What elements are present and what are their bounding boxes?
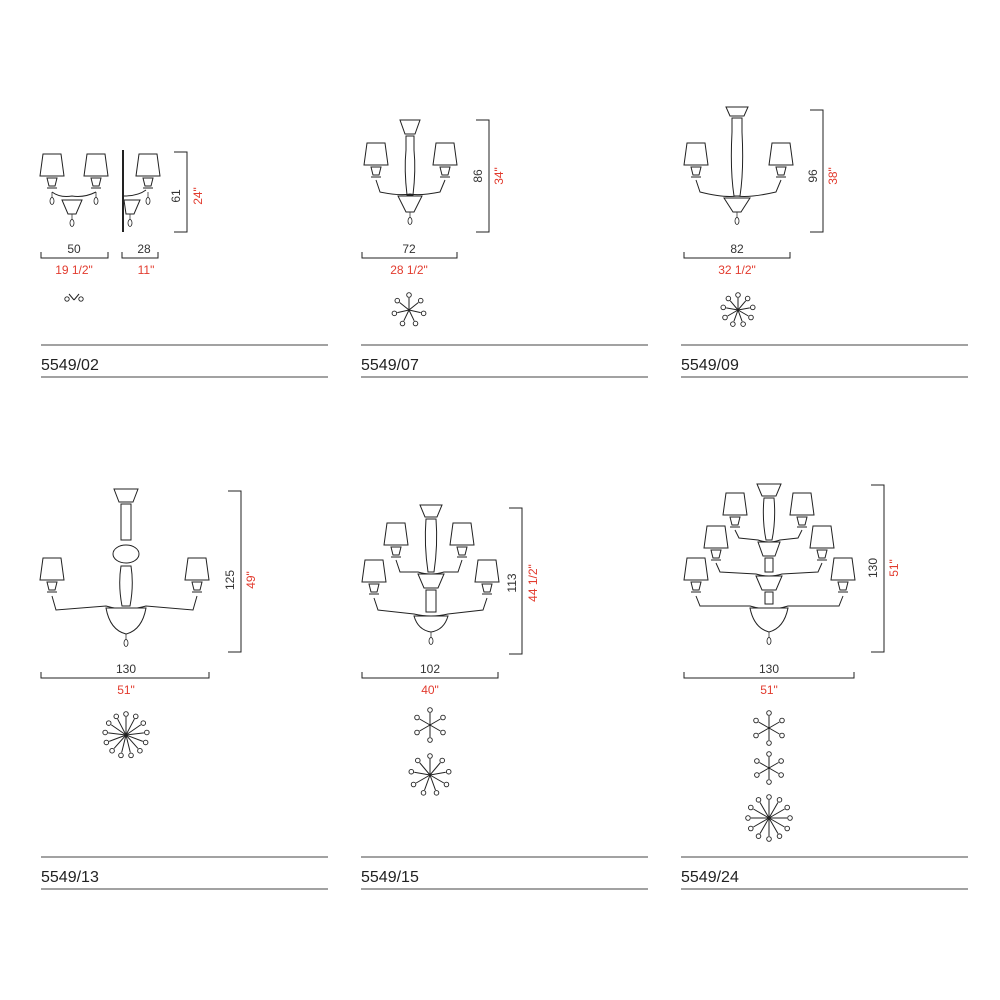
- height-imperial-label: 51": [887, 559, 901, 577]
- product-code: 5549/24: [681, 869, 739, 886]
- height-imperial-label: 49": [244, 571, 258, 589]
- height-label: 96: [806, 169, 820, 183]
- product-panel-5549-15: 102 40" 113 44 1/2" 5549/15: [361, 504, 648, 890]
- height-label: 86: [471, 169, 485, 183]
- depth-label: 28: [137, 242, 151, 256]
- width-label: 130: [116, 662, 136, 676]
- chandelier-drawing: [683, 483, 856, 645]
- height-imperial-label: 34": [492, 167, 506, 185]
- product-code: 5549/07: [361, 357, 419, 374]
- height-label: 125: [223, 570, 237, 590]
- product-code: 5549/02: [41, 357, 99, 374]
- dimension-lines: [40, 490, 242, 679]
- arm-layout-icon-lower: [408, 753, 452, 796]
- dimension-lines: [683, 484, 885, 679]
- arm-layout-icon: [391, 292, 427, 327]
- width-imperial-label: 51": [117, 683, 135, 697]
- depth-imperial-label: 11": [138, 263, 155, 277]
- product-panel-5549-02: 50 19 1/2" 28 11" 61 24" 5549/02: [39, 150, 328, 378]
- arm-layout-icon: [720, 292, 756, 327]
- width-label: 50: [67, 242, 81, 256]
- dimension-lines: [361, 119, 490, 259]
- height-imperial-label: 24": [191, 187, 205, 205]
- chandelier-drawing: [363, 119, 458, 225]
- product-panel-5549-09: 82 32 1/2" 96 38" 5549/09: [681, 106, 968, 378]
- wall-lamp-side-drawing: [122, 150, 161, 232]
- arm-layout-icon-middle: [754, 751, 784, 785]
- height-label: 130: [866, 558, 880, 578]
- dimension-lines: [361, 507, 523, 679]
- chandelier-drawing: [39, 488, 210, 647]
- product-code: 5549/13: [41, 869, 99, 886]
- height-label: 61: [169, 189, 183, 203]
- width-imperial-label: 32 1/2": [718, 263, 756, 277]
- width-label: 72: [402, 242, 416, 256]
- product-panel-5549-24: 130 51" 130 51" 5549/24: [681, 483, 968, 890]
- arm-layout-icon-bottom: [745, 794, 793, 842]
- width-imperial-label: 40": [421, 683, 439, 697]
- height-imperial-label: 44 1/2": [526, 564, 540, 602]
- width-imperial-label: 51": [760, 683, 778, 697]
- arm-layout-icon: [102, 711, 150, 759]
- height-imperial-label: 38": [826, 167, 840, 185]
- arm-layout-icon-upper: [414, 707, 446, 743]
- width-label: 130: [759, 662, 779, 676]
- width-label: 102: [420, 662, 440, 676]
- chandelier-drawing: [361, 504, 500, 645]
- product-code: 5549/09: [681, 357, 739, 374]
- height-label: 113: [505, 573, 519, 592]
- width-imperial-label: 28 1/2": [390, 263, 428, 277]
- wall-lamp-front-drawing: [39, 153, 109, 227]
- arm-layout-icon-top: [753, 710, 785, 746]
- dimension-lines: [683, 109, 824, 259]
- arm-layout-icon: [64, 293, 84, 302]
- product-panel-5549-13: 130 51" 125 49" 5549/13: [39, 488, 328, 890]
- dimension-lines: [40, 151, 188, 259]
- chandelier-drawing: [683, 106, 794, 225]
- width-imperial-label: 19 1/2": [55, 263, 93, 277]
- product-code: 5549/15: [361, 869, 419, 886]
- product-panel-5549-07: 72 28 1/2" 86 34" 5549/07: [361, 119, 648, 378]
- width-label: 82: [730, 242, 744, 256]
